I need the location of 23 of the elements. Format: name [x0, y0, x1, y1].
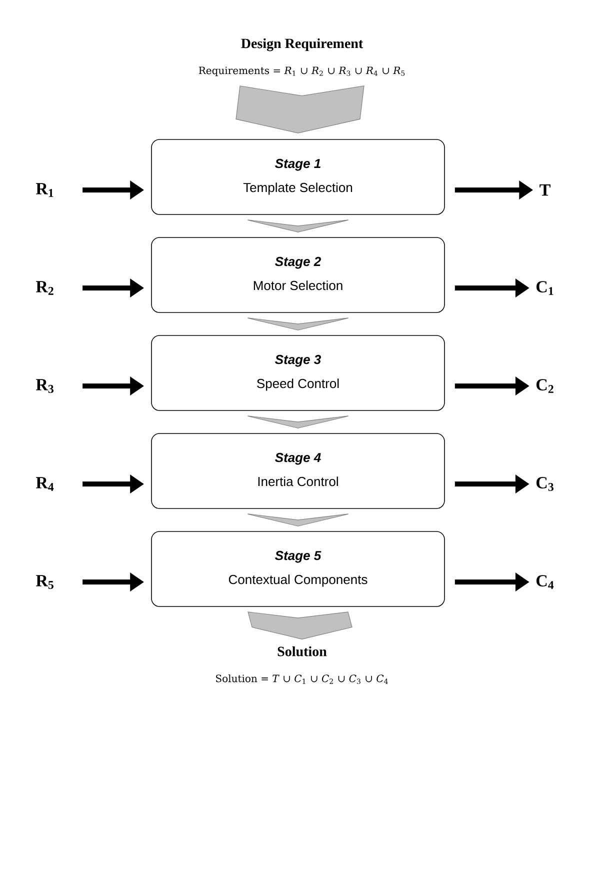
input-label: R$_{2}$ [36, 281, 54, 295]
process-box: Stage 2 Motor Selection [151, 237, 445, 313]
heading: Design Requirement Requirements = R$_{1}$ ∪ R$_{2}$ ∪ R$_{3}$ ∪ R$_{4}$ ∪ R$_{5}$ [198, 38, 405, 76]
chevron-arrow [248, 318, 348, 330]
process-box: Stage 4 Inertia Control [151, 433, 445, 509]
heading: Solution Solution = T ∪ C$_{1}$ ∪ C$_{2}$ ∪ C$_{3}$ ∪ C$_{4}$ [216, 646, 388, 684]
process-box: Stage 5 Contextual Components [151, 531, 445, 607]
output-label: C$_{1}$ [536, 281, 554, 295]
input-label: R$_{4}$ [36, 477, 54, 491]
chevron-arrow [248, 220, 348, 232]
chevron-arrow [248, 416, 348, 428]
output-label: T [540, 184, 550, 196]
output-label: C$_{2}$ [536, 379, 554, 393]
chevron-arrow [248, 514, 348, 526]
process-box: Stage 1 Template Selection [151, 139, 445, 215]
input-label: R$_{5}$ [36, 575, 54, 589]
process-box: Stage 3 Speed Control [151, 335, 445, 411]
output-label: C$_{4}$ [536, 575, 554, 589]
chevron-arrow [248, 612, 352, 640]
input-label: R$_{3}$ [36, 379, 54, 393]
chevron-arrow [236, 86, 364, 134]
input-label: R$_{1}$ [36, 183, 54, 197]
output-label: C$_{3}$ [536, 477, 554, 491]
